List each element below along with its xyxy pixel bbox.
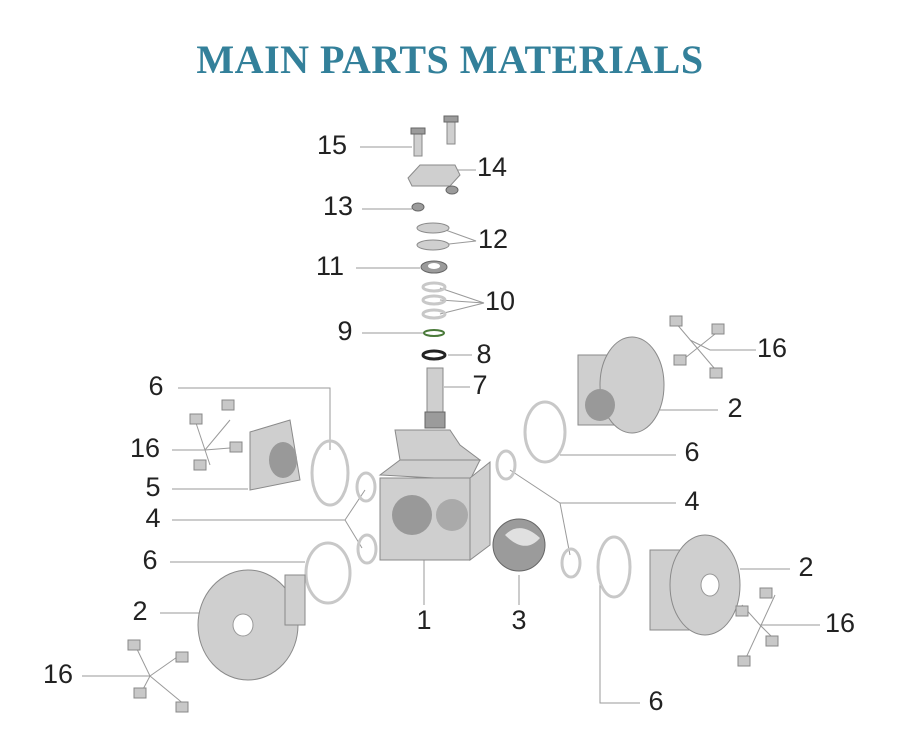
part-labels: 15 14 13 12 11 10 9 8 7 6 16 2 16 6 5 4 … <box>43 130 855 716</box>
label-6: 6 <box>142 545 157 575</box>
washers-12 <box>416 222 450 251</box>
label-4: 4 <box>684 486 699 516</box>
flange-2-left <box>197 569 306 681</box>
label-11: 11 <box>316 251 344 281</box>
label-1: 1 <box>416 605 431 635</box>
label-4: 4 <box>145 503 160 533</box>
body-1 <box>378 429 491 561</box>
label-16: 16 <box>130 433 160 463</box>
label-6: 6 <box>148 371 163 401</box>
label-7: 7 <box>472 370 487 400</box>
label-14: 14 <box>477 152 507 182</box>
label-6: 6 <box>684 437 699 467</box>
label-16: 16 <box>757 333 787 363</box>
bolts-15 <box>410 115 459 157</box>
label-12: 12 <box>478 224 508 254</box>
stem-7 <box>424 367 446 429</box>
label-2: 2 <box>798 552 813 582</box>
label-9: 9 <box>337 316 352 346</box>
label-2: 2 <box>727 393 742 423</box>
oring-9 <box>423 329 445 337</box>
label-13: 13 <box>323 191 353 221</box>
flange-2-right-bottom <box>649 534 741 636</box>
page-title: MAIN PARTS MATERIALS <box>196 37 704 82</box>
gaskets-6 <box>304 400 632 605</box>
nuts-13 <box>411 185 459 212</box>
label-2: 2 <box>132 596 147 626</box>
label-6: 6 <box>648 686 663 716</box>
label-5: 5 <box>145 472 160 502</box>
packings-10 <box>421 281 447 320</box>
end-cap-5 <box>249 419 301 491</box>
thrust-washer-8 <box>421 349 447 361</box>
seats-4 <box>355 449 582 579</box>
stop-plate-14 <box>407 164 461 187</box>
label-16: 16 <box>825 608 855 638</box>
flange-2-right-top <box>577 336 665 434</box>
ball-3 <box>492 518 546 572</box>
label-16: 16 <box>43 659 73 689</box>
label-3: 3 <box>511 605 526 635</box>
label-10: 10 <box>485 286 515 316</box>
gland-11 <box>420 260 448 274</box>
label-8: 8 <box>476 339 491 369</box>
bolts-16 <box>127 315 779 713</box>
label-15: 15 <box>317 130 347 160</box>
